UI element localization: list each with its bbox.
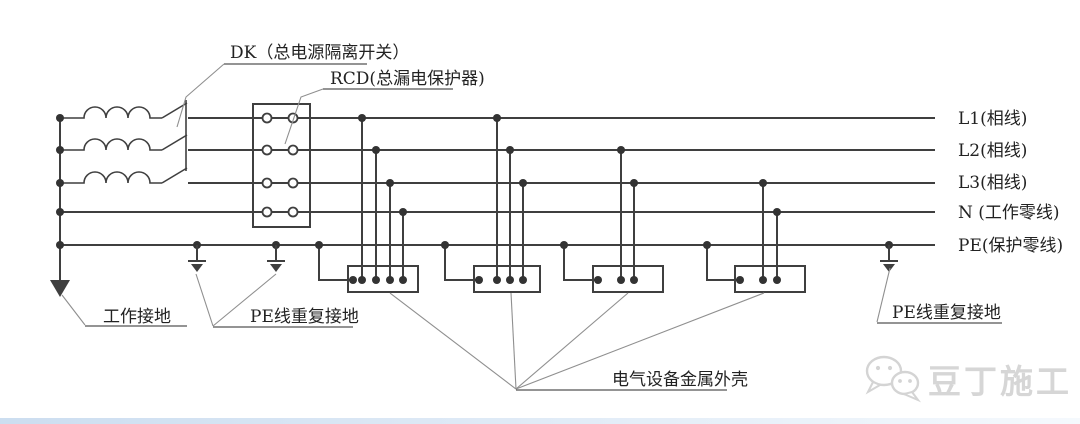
n-label: N (工作零线) xyxy=(958,203,1060,223)
pe-repeat-left-leader xyxy=(212,273,277,327)
pe-feed-wire xyxy=(706,245,740,281)
rcd-terminal xyxy=(261,112,273,124)
dk-blade-l2 xyxy=(161,134,188,151)
rcd-terminal xyxy=(287,144,299,156)
rcd-terminal xyxy=(287,206,299,218)
rcd-terminal xyxy=(287,112,299,124)
rcd-label: RCD(总漏电保护器) xyxy=(330,69,485,89)
dk-label: DK（总电源隔离开关） xyxy=(230,43,409,63)
load-box-4 xyxy=(734,265,806,293)
watermark-group: 豆丁施工 xyxy=(865,355,1072,403)
load-box-3-group xyxy=(563,150,664,293)
equipment-leader xyxy=(389,292,517,390)
dk-blade-l1 xyxy=(161,102,188,119)
callout-lines xyxy=(61,63,1002,391)
load-box-2 xyxy=(473,265,541,293)
dk-leader-line xyxy=(176,63,225,128)
bottom-accent-bar xyxy=(0,418,1080,424)
l2-label: L2(相线) xyxy=(958,141,1027,161)
working-ground-leader xyxy=(61,294,86,326)
pe-repeat-left-leader xyxy=(195,273,214,327)
chat-bubbles-icon xyxy=(865,355,922,403)
ground-symbol-icon xyxy=(883,264,895,272)
ground-symbol-icon xyxy=(191,264,203,272)
coil-l2-icon xyxy=(60,138,162,151)
equipment-leader xyxy=(510,292,517,390)
rcd-group xyxy=(252,103,311,228)
load-box-4-group xyxy=(706,183,806,293)
working-ground-arrow-icon xyxy=(50,280,70,297)
rcd-terminal xyxy=(261,177,273,189)
dk-blade-l3 xyxy=(161,167,188,184)
pe-feed-wire xyxy=(318,245,353,281)
rcd-leader-line xyxy=(284,88,324,145)
pe-repeat-right-leader xyxy=(876,267,891,323)
l3-label: L3(相线) xyxy=(958,173,1027,193)
rcd-terminal xyxy=(261,144,273,156)
rcd-terminal xyxy=(261,206,273,218)
ground-symbol-icon xyxy=(270,264,282,272)
coil-l1-icon xyxy=(60,106,162,119)
equipment-leader xyxy=(515,292,629,390)
labels-group: DK（总电源隔离开关） RCD(总漏电保护器) L1(相线) L2(相线) L3… xyxy=(103,43,1063,390)
pe-repeat-ground-symbols xyxy=(188,245,898,272)
working-ground-label: 工作接地 xyxy=(103,307,171,327)
pe-repeat-left-label: PE线重复接地 xyxy=(250,307,359,327)
l1-label: L1(相线) xyxy=(958,109,1027,129)
source-bus-group xyxy=(50,106,162,297)
equipment-leader xyxy=(515,292,765,390)
rcd-box xyxy=(252,103,311,228)
pe-label: PE(保护零线) xyxy=(958,236,1063,256)
dk-switch-group xyxy=(161,100,188,184)
pe-feed-wire xyxy=(563,245,598,281)
load-box-2-group xyxy=(444,118,541,293)
load-box-1-group xyxy=(318,118,419,293)
equipment-shell-label: 电气设备金属外壳 xyxy=(612,370,748,390)
pe-feed-wire xyxy=(444,245,479,281)
load-box-1 xyxy=(347,265,419,293)
junction-dots xyxy=(56,114,893,249)
coil-l3-icon xyxy=(60,171,162,184)
rcd-terminal xyxy=(287,177,299,189)
watermark-text: 豆丁施工 xyxy=(928,362,1072,401)
pe-repeat-right-label: PE线重复接地 xyxy=(892,303,1001,323)
load-box-3 xyxy=(592,265,664,293)
